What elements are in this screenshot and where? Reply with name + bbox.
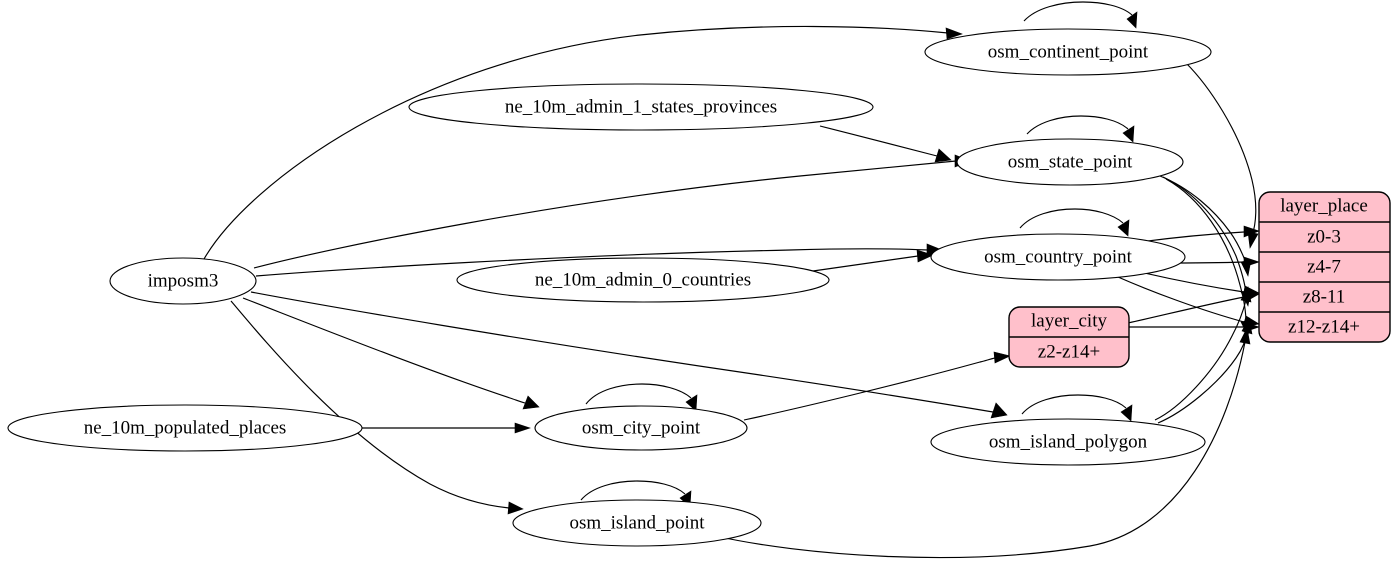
- node-shape[interactable]: [512, 499, 762, 547]
- edge-osm_country_point-to-layer_place-z12-z14plus: [1117, 276, 1245, 323]
- node-osm_state_point[interactable]: osm_state_point: [956, 138, 1184, 186]
- layer_place-row-z8-11-cell[interactable]: [1259, 282, 1390, 312]
- node-osm_city_point[interactable]: osm_city_point: [534, 405, 748, 451]
- edge-layer_city-to-layer_place-z8-11: [1127, 296, 1245, 324]
- edge-imposm3-to-osm_island_polygon: [250, 291, 994, 413]
- edge-imposm3-to-osm_country_point: [255, 248, 929, 277]
- node-shape[interactable]: [534, 405, 748, 451]
- layer_place-outline: [1258, 191, 1391, 343]
- node-shape[interactable]: [924, 28, 1212, 76]
- edge-self-osm_country_point: [1019, 208, 1124, 229]
- layer_place-title: layer_place: [1280, 195, 1368, 216]
- node-layer_place[interactable]: layer_place z0-3 z4-7 z8-11 z12-z14+: [1258, 191, 1391, 343]
- layer_city-row-z2-z14plus: z2-z14+: [1038, 341, 1100, 362]
- node-osm_island_point[interactable]: osm_island_point: [512, 499, 762, 547]
- edge-imposm3-to-osm_continent_point: [203, 25, 949, 260]
- arrowhead: [1243, 225, 1260, 238]
- layer_place-row-z4-7-cell[interactable]: [1259, 252, 1390, 282]
- node-osm_country_point[interactable]: osm_country_point: [930, 233, 1186, 281]
- layer_place-row-z4-7: z4-7: [1307, 256, 1341, 277]
- edge-osm_island_point-to-layer_place-z12-z14plus: [715, 341, 1246, 559]
- node-osm_continent_point[interactable]: osm_continent_point: [924, 28, 1212, 76]
- edge-self-osm_island_point: [580, 480, 686, 501]
- layer_city-outline: [1008, 306, 1130, 368]
- node-ne_10m_admin_0_countries[interactable]: ne_10m_admin_0_countries: [456, 257, 830, 303]
- edge-imposm3-to-osm_state_point: [253, 160, 957, 269]
- edge-ne_countries-to-osm_country_point: [805, 255, 919, 273]
- arrowhead: [1120, 404, 1133, 422]
- arrowhead: [507, 501, 524, 515]
- arrowhead: [522, 395, 540, 410]
- edge-osm_state_point-to-layer_place-z12-z14plus: [1165, 178, 1247, 324]
- arrowhead: [1122, 125, 1135, 143]
- edge-layer: [203, 1, 1260, 559]
- edge-imposm3-to-osm_island_point: [230, 300, 510, 509]
- edge-ne_states-to-osm_state_point: [819, 125, 938, 157]
- arrowhead: [990, 402, 1008, 419]
- node-label: osm_city_point: [582, 417, 701, 438]
- node-shape[interactable]: [408, 83, 874, 131]
- layer_place-row-z12-z14plus-cell[interactable]: [1259, 312, 1390, 342]
- arrowhead: [993, 351, 1011, 364]
- arrowhead: [1126, 11, 1138, 29]
- node-ne_10m_populated_places[interactable]: ne_10m_populated_places: [7, 404, 363, 452]
- node-shape[interactable]: [456, 257, 830, 303]
- edge-osm_country_point-to-layer_place-z8-11: [1139, 271, 1245, 293]
- edge-osm_state_point-to-layer_place-z4-7: [1159, 175, 1247, 264]
- node-shape[interactable]: [956, 138, 1184, 186]
- node-shape[interactable]: [7, 404, 363, 452]
- node-label: ne_10m_admin_1_states_provinces: [505, 96, 777, 117]
- node-label: ne_10m_populated_places: [84, 417, 287, 438]
- layer_city-row-z2-z14plus-cell[interactable]: [1009, 337, 1129, 367]
- node-shape[interactable]: [930, 418, 1206, 466]
- node-layer: imposm3 ne_10m_admin_1_states_provinces …: [7, 28, 1212, 547]
- node-label: osm_continent_point: [988, 41, 1149, 62]
- node-imposm3[interactable]: imposm3: [109, 257, 257, 305]
- layer_place-title-cell[interactable]: [1259, 192, 1390, 222]
- node-label: osm_state_point: [1008, 151, 1133, 172]
- layer_place-row-z0-3: z0-3: [1307, 226, 1341, 247]
- node-osm_island_polygon[interactable]: osm_island_polygon: [930, 418, 1206, 466]
- arrowhead: [1240, 286, 1252, 303]
- edge-self-osm_continent_point: [1023, 1, 1133, 22]
- edge-imposm3-to-osm_city_point: [242, 297, 526, 404]
- edge-osm_continent_point-to-layer_place-z0-3: [1185, 62, 1257, 237]
- layer_city-title-cell[interactable]: [1009, 307, 1129, 337]
- arrowhead: [945, 27, 963, 40]
- arrowhead: [685, 394, 698, 412]
- arrowhead: [514, 422, 531, 434]
- arrowhead: [916, 249, 934, 263]
- layer_city-title: layer_city: [1031, 310, 1107, 331]
- node-label: imposm3: [148, 270, 219, 291]
- node-label: osm_island_point: [569, 512, 705, 533]
- layer_place-row-z8-11: z8-11: [1303, 286, 1346, 307]
- node-shape[interactable]: [109, 257, 257, 305]
- arrowhead: [1239, 327, 1251, 345]
- edge-osm_city_point-to-layer_city-z2-z14plus: [743, 357, 996, 421]
- edge-self-osm_city_point: [585, 383, 692, 405]
- arrowhead: [934, 148, 952, 163]
- edge-osm_state_point-to-layer_place-z8-11: [1162, 176, 1247, 294]
- node-label: osm_island_polygon: [989, 431, 1148, 452]
- arrowhead: [1243, 256, 1260, 268]
- node-shape[interactable]: [930, 233, 1186, 281]
- node-label: osm_country_point: [984, 246, 1132, 267]
- arrowhead: [1117, 219, 1130, 237]
- node-label: ne_10m_admin_0_countries: [535, 269, 751, 290]
- node-ne_10m_admin_1_states_provinces[interactable]: ne_10m_admin_1_states_provinces: [408, 83, 874, 131]
- layer_place-row-z0-3-cell[interactable]: [1259, 222, 1390, 252]
- edge-osm_island_polygon-to-layer_place-z8-11: [1154, 299, 1247, 421]
- edge-self-osm_island_polygon: [1021, 394, 1127, 415]
- edge-self-osm_state_point: [1026, 115, 1129, 135]
- node-layer_city[interactable]: layer_city z2-z14+: [1008, 306, 1130, 368]
- layer_place-row-z12-z14plus: z12-z14+: [1288, 316, 1360, 337]
